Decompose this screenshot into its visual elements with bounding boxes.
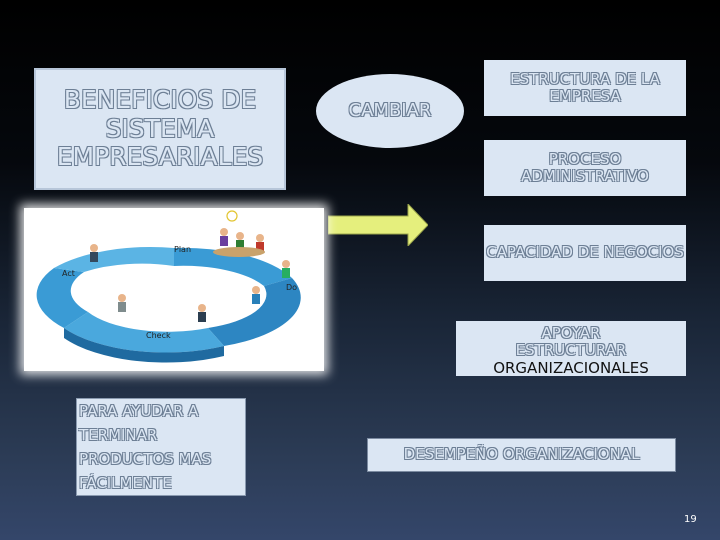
page-number: 19 (684, 514, 697, 525)
pdca-cycle-image: Plan Do Check Act (24, 208, 324, 371)
apoyar-text: APOYAR ESTRUCTURAR ORGANIZACIONALES (493, 321, 649, 377)
estructura-box: ESTRUCTURA DE LA EMPRESA (484, 60, 686, 116)
check-label: Check (146, 331, 171, 340)
right-arrow-icon (328, 204, 428, 246)
act-label: Act (62, 269, 75, 278)
slide-title-text: BENEFICIOS DE SISTEMA EMPRESARIALES (56, 84, 264, 172)
people-figures-icon (90, 228, 290, 322)
ayudar-box: PARA AYUDAR A TERMINAR PRODUCTOS MAS FÁC… (76, 398, 246, 496)
capacidad-box: CAPACIDAD DE NEGOCIOS (484, 225, 686, 281)
apoyar-line2: ESTRUCTURAR (515, 341, 627, 360)
apoyar-line3: ORGANIZACIONALES (493, 358, 649, 377)
lightbulb-icon (226, 210, 238, 222)
desempeno-label: DESEMPEÑO ORGANIZACIONAL (403, 445, 640, 464)
do-label: Do (286, 283, 297, 292)
slide-title: BENEFICIOS DE SISTEMA EMPRESARIALES (34, 68, 286, 190)
ayudar-text: PARA AYUDAR A TERMINAR PRODUCTOS MAS FÁC… (79, 402, 212, 492)
estructura-label: ESTRUCTURA DE LA EMPRESA (510, 69, 660, 105)
capacidad-label: CAPACIDAD DE NEGOCIOS (486, 243, 684, 262)
cambiar-oval: CAMBIAR (316, 74, 464, 148)
pdca-cycle-illustration: Plan Do Check Act (36, 210, 301, 363)
apoyar-line1: APOYAR (541, 324, 601, 342)
desempeno-box: DESEMPEÑO ORGANIZACIONAL (367, 438, 676, 472)
proceso-box: PROCESO ADMINISTRATIVO (484, 140, 686, 196)
proceso-label: PROCESO ADMINISTRATIVO (521, 149, 649, 185)
cambiar-label: CAMBIAR (348, 99, 432, 121)
apoyar-box: APOYAR ESTRUCTURAR ORGANIZACIONALES (456, 321, 686, 376)
plan-label: Plan (174, 245, 191, 254)
